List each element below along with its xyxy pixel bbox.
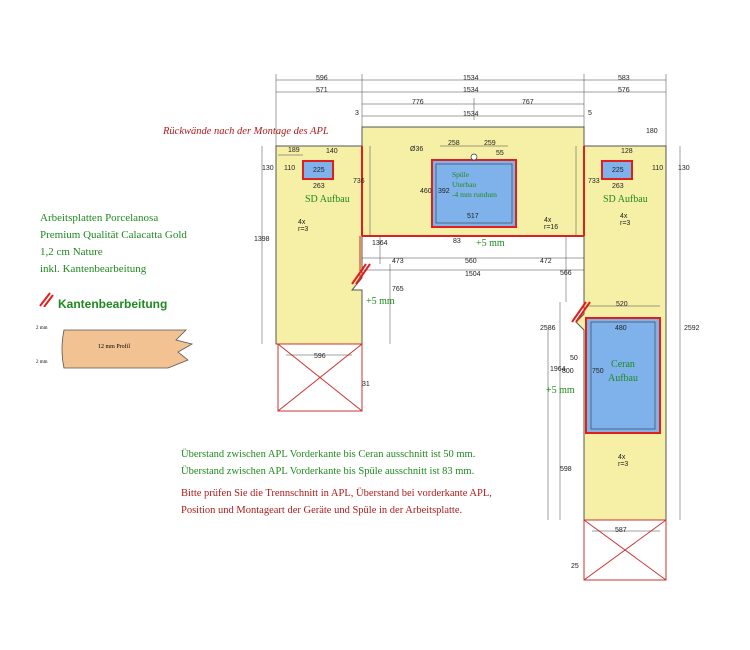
- dim-left-765: 765: [392, 286, 404, 293]
- dim-mid-1504: 1504: [465, 271, 481, 278]
- dim-small-189: 189: [288, 147, 300, 154]
- dim-misc-50: 50: [570, 355, 578, 362]
- sink-cutout: [431, 159, 517, 228]
- dim-top1-left: 596: [316, 75, 328, 82]
- edge-legend-label: Kantenbearbeitung: [58, 297, 168, 311]
- note-check-2: Position und Montageart der Geräte und S…: [181, 505, 463, 516]
- dim-small-55: 55: [496, 150, 504, 157]
- dim-top3-left: 776: [412, 99, 424, 106]
- dim-top2-right: 576: [618, 87, 630, 94]
- ceran-label-1: Ceran: [611, 359, 635, 370]
- dim-cut-225-l: 225: [313, 167, 325, 174]
- material-spec: Arbeitsplatten Porcelanosa Premium Quali…: [40, 210, 187, 278]
- sd-right-label: SD Aufbau: [603, 194, 648, 205]
- dim-top1-mid: 1534: [463, 75, 479, 82]
- dim-cut-750: 750: [592, 368, 604, 375]
- dim-mid-472: 472: [540, 258, 552, 265]
- spec-line-2: Premium Qualität Calacatta Gold: [40, 229, 187, 241]
- dim-small-259: 259: [484, 140, 496, 147]
- note-check-1: Bitte prüfen Sie die Trennschnitt in APL…: [181, 488, 492, 499]
- dim-mid-473: 473: [392, 258, 404, 265]
- dim-radius-right: 4x r=3: [620, 213, 631, 227]
- dimension-lines: [261, 74, 681, 532]
- dim-top2-mid: 1534: [463, 87, 479, 94]
- dim-left-1398: 1398: [254, 236, 270, 243]
- dim-right-2592: 2592: [684, 325, 700, 332]
- dim-small-258: 258: [448, 140, 460, 147]
- ceran-label-2: Aufbau: [608, 373, 638, 384]
- dim-small-5: 5: [588, 110, 592, 117]
- dim-radius-left: 4x r=3: [298, 219, 309, 233]
- dim-right-733: 733: [588, 178, 600, 185]
- dim-top1-right: 583: [618, 75, 630, 82]
- note-ceran: Überstand zwischen APL Vorderkante bis C…: [181, 449, 476, 460]
- offset-sink: +5 mm: [476, 238, 505, 249]
- edge-legend-icon: [38, 291, 54, 308]
- dim-cut-517: 517: [467, 213, 479, 220]
- dim-right-598: 598: [560, 466, 572, 473]
- dim-cut-392: 392: [438, 188, 450, 195]
- dim-top2-left: 571: [316, 87, 328, 94]
- profile-label: 12 mm Profil: [98, 344, 131, 350]
- dim-left-736: 736: [353, 178, 365, 185]
- dim-misc-520: 520: [616, 301, 628, 308]
- spec-line-1: Arbeitsplatten Porcelanosa: [40, 212, 159, 224]
- dim-small-130-r: 130: [678, 165, 690, 172]
- dim-misc-83: 83: [453, 238, 461, 245]
- dim-right-2586: 2586: [540, 325, 556, 332]
- spec-line-4: inkl. Kantenbearbeitung: [40, 263, 147, 275]
- dim-small-140: 140: [326, 148, 338, 155]
- dim-small-130-l: 130: [262, 165, 274, 172]
- sink-label: Spüle Uterbau -4 mm rundum: [452, 170, 497, 200]
- note-sink: Überstand zwischen APL Vorderkante bis S…: [181, 466, 475, 477]
- dim-top3-right: 767: [522, 99, 534, 106]
- sd-left-cutout: [302, 160, 334, 180]
- sink-label-2: Uterbau: [452, 180, 477, 189]
- spec-line-3: 1,2 cm Nature: [40, 246, 103, 258]
- dim-radius-sink: 4x r=16: [544, 217, 559, 231]
- rueckwaende-title: Rückwände nach der Montage des APL: [163, 126, 329, 137]
- dim-right-566: 566: [560, 270, 572, 277]
- dim-cut-480: 480: [615, 325, 627, 332]
- cutouts: [302, 153, 661, 434]
- dim-small-3: 3: [355, 110, 359, 117]
- dim-cut-460: 460: [420, 188, 432, 195]
- sink-label-3: -4 mm rundum: [452, 190, 497, 199]
- dim-misc-31: 31: [362, 381, 370, 388]
- dim-misc-25: 25: [571, 563, 579, 570]
- dim-cut-263-l: 263: [313, 183, 325, 190]
- dim-cut-263-r: 263: [612, 183, 624, 190]
- dim-cut-800: 800: [562, 368, 574, 375]
- dim-misc-587: 587: [615, 527, 627, 534]
- dim-small-180: 180: [646, 128, 658, 135]
- ceran-label: Ceran Aufbau: [608, 358, 638, 386]
- dim-mid-560: 560: [465, 258, 477, 265]
- ceran-cutout: [585, 317, 661, 434]
- dim-misc-596: 596: [314, 353, 326, 360]
- sd-left-label: SD Aufbau: [305, 194, 350, 205]
- dim-right-1964: 1964: [550, 366, 566, 373]
- offset-right: +5 mm: [546, 385, 575, 396]
- dim-small-128: 128: [621, 148, 633, 155]
- dim-small-110-r: 110: [652, 165, 664, 172]
- profile-bottom-label: 2 mm: [36, 360, 48, 365]
- sd-right-cutout: [601, 160, 633, 180]
- sink-label-1: Spüle: [452, 170, 470, 179]
- dim-cut-225-r: 225: [612, 167, 624, 174]
- profile-top-label: 2 mm: [36, 326, 48, 331]
- edge-treatment-lines: [351, 146, 591, 323]
- dim-radius-ceran: 4x r=3: [618, 454, 629, 468]
- dim-small-d36: Ø36: [410, 146, 424, 153]
- offset-left: +5 mm: [366, 296, 395, 307]
- profile-sketch: 2 mm 2 mm 12 mm Profil: [36, 326, 206, 372]
- dim-left-1364: 1364: [372, 240, 388, 247]
- dim-small-110-l: 110: [284, 165, 296, 172]
- dim-top4: 1534: [463, 111, 479, 118]
